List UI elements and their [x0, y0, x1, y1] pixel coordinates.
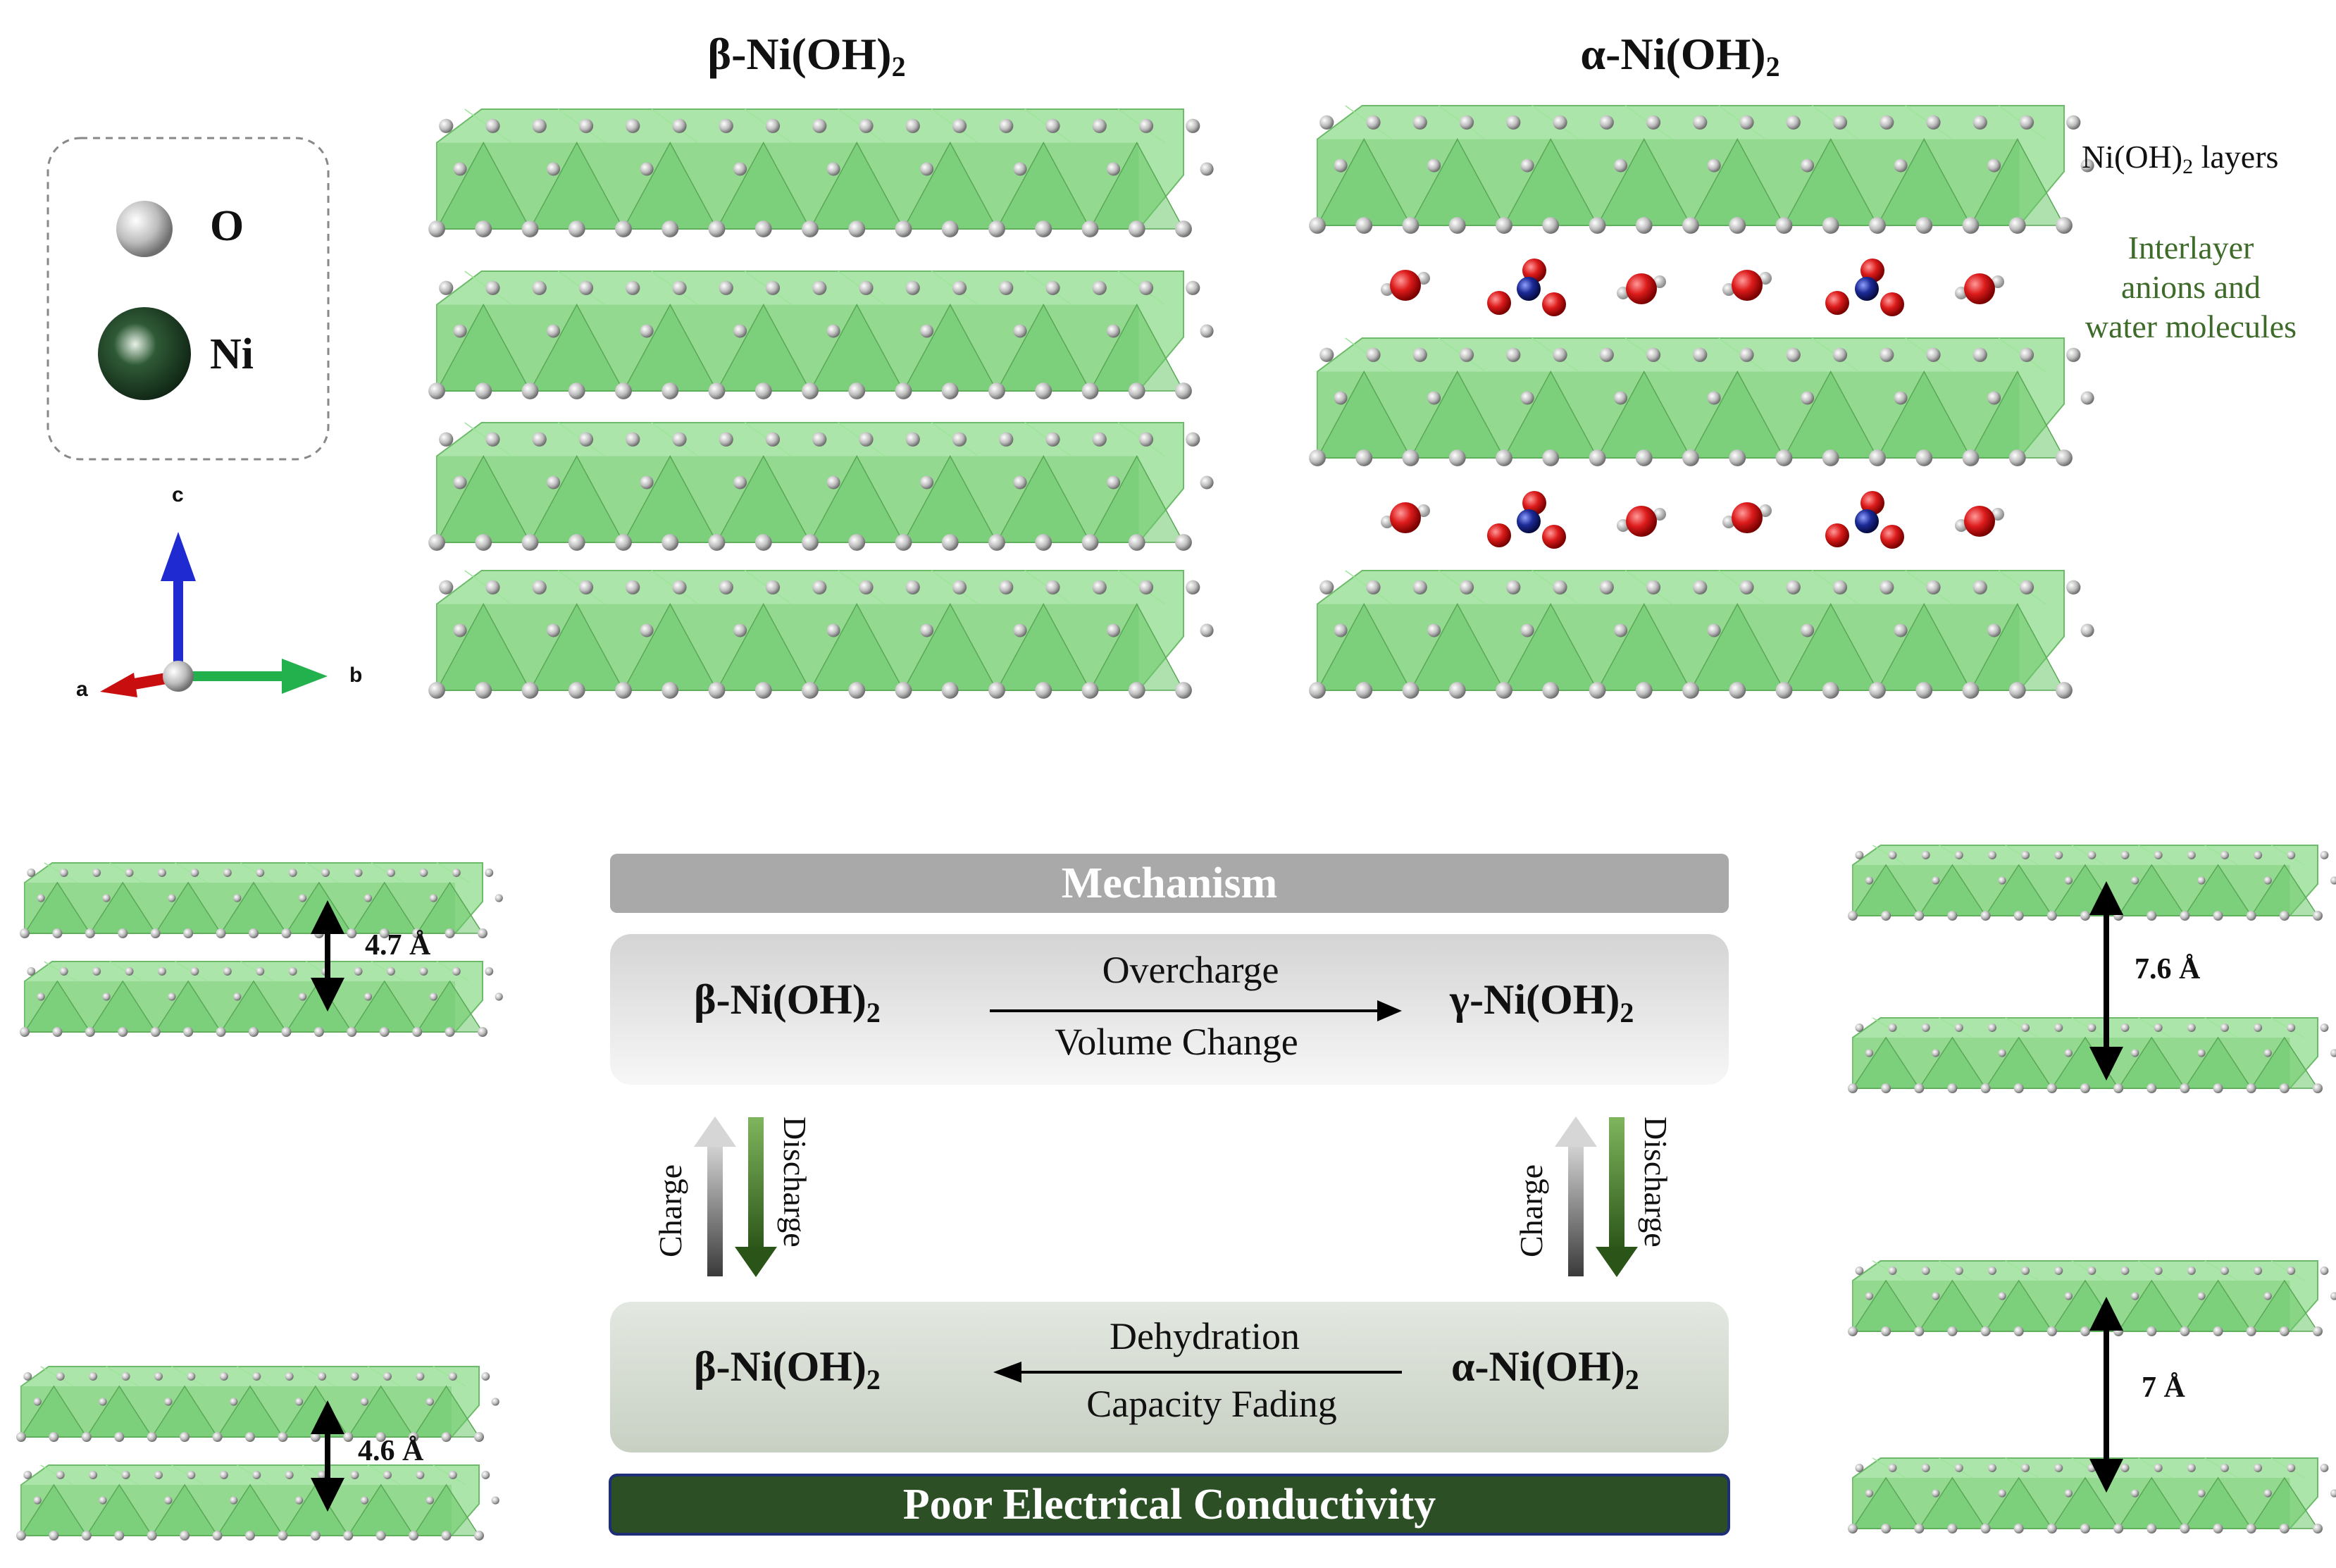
beta-layer-4 — [428, 570, 1214, 699]
charge-label-left: Charge — [652, 1164, 688, 1257]
row2-above-label: Dehydration — [1110, 1315, 1300, 1357]
nitrate-anion — [1487, 259, 1566, 316]
water-molecule — [1617, 506, 1666, 537]
distance-beta-bottom: 4.6 Å — [358, 1435, 424, 1467]
small-beta-bottom-2 — [16, 1464, 499, 1541]
row1-above-label: Overcharge — [1102, 949, 1279, 991]
row1-below-label: Volume Change — [1055, 1021, 1298, 1063]
small-gamma-1 — [1848, 845, 2336, 921]
charge-label-right: Charge — [1513, 1164, 1549, 1257]
row2-right-formula: α-Ni(OH)2 — [1451, 1343, 1639, 1395]
small-beta-top-1 — [20, 862, 503, 938]
small-gamma-2 — [1848, 1017, 2336, 1093]
alpha-structure-title: α-Ni(OH)2 — [1580, 29, 1780, 82]
water-molecule — [1722, 502, 1772, 533]
nitrate-anion — [1825, 491, 1904, 549]
row1-left-formula: β-Ni(OH)2 — [694, 976, 881, 1028]
legend-label-nickel: Ni — [210, 330, 254, 378]
mechanism-panel — [609, 854, 1730, 1536]
alpha-layer-1 — [1309, 105, 2094, 234]
mechanism-row2 — [610, 1302, 1729, 1452]
water-molecule — [1381, 502, 1430, 533]
row2-left-formula: β-Ni(OH)2 — [694, 1343, 881, 1395]
alpha-layer-3 — [1309, 570, 2094, 699]
beta-layer-3 — [428, 422, 1214, 551]
nitrate-anion — [1825, 259, 1904, 316]
mechanism-header — [610, 854, 1729, 913]
distance-arrows — [311, 881, 2123, 1512]
interlayer-line-2: anions and — [2120, 269, 2261, 305]
mechanism-footer — [609, 1474, 1730, 1536]
water-molecule — [1617, 273, 1666, 304]
oxygen-atom-icon — [116, 201, 173, 257]
beta-structure-title: β-Ni(OH)2 — [707, 29, 906, 82]
water-molecule — [1955, 273, 2004, 304]
interlayer-label: Interlayer anions and water molecules — [2078, 228, 2304, 347]
beta-layer-2 — [428, 270, 1214, 399]
small-alpha-1 — [1848, 1260, 2336, 1336]
distance-alpha: 7 Å — [2142, 1371, 2185, 1404]
nickel-atom-icon — [98, 307, 191, 400]
layers-label: Ni(OH)2 layers — [2082, 139, 2279, 178]
water-molecule — [1381, 270, 1430, 301]
distance-gamma: 7.6 Å — [2135, 953, 2201, 985]
small-beta-bottom-1 — [16, 1366, 499, 1442]
interlayer-line-3: water molecules — [2085, 309, 2297, 344]
octahedral-layers — [16, 105, 2336, 1541]
water-molecule — [1722, 270, 1772, 301]
small-beta-top-2 — [20, 961, 503, 1037]
row1-right-formula: γ-Ni(OH)2 — [1450, 976, 1634, 1028]
distance-beta-top: 4.7 Å — [365, 929, 431, 962]
discharge-label-right: Discharge — [1638, 1116, 1674, 1247]
nitrate-anion — [1487, 491, 1566, 549]
crystal-axes — [100, 532, 328, 697]
axis-label-b: b — [349, 664, 363, 687]
alpha-layer-2 — [1309, 337, 2094, 466]
interlayer-molecules — [1381, 259, 2004, 549]
discharge-label-left: Discharge — [777, 1116, 813, 1247]
legend-label-oxygen: O — [210, 202, 244, 250]
small-alpha-2 — [1848, 1457, 2336, 1533]
legend-box — [46, 137, 330, 461]
axis-label-a: a — [76, 678, 88, 701]
axis-label-c: c — [172, 483, 184, 506]
footer-title: Poor Electrical Conductivity — [902, 1481, 1436, 1529]
interlayer-line-1: Interlayer — [2127, 230, 2254, 266]
beta-layer-1 — [428, 108, 1214, 237]
water-molecule — [1955, 506, 2004, 537]
row2-below-label: Capacity Fading — [1086, 1383, 1337, 1425]
mechanism-title: Mechanism — [1061, 859, 1278, 907]
